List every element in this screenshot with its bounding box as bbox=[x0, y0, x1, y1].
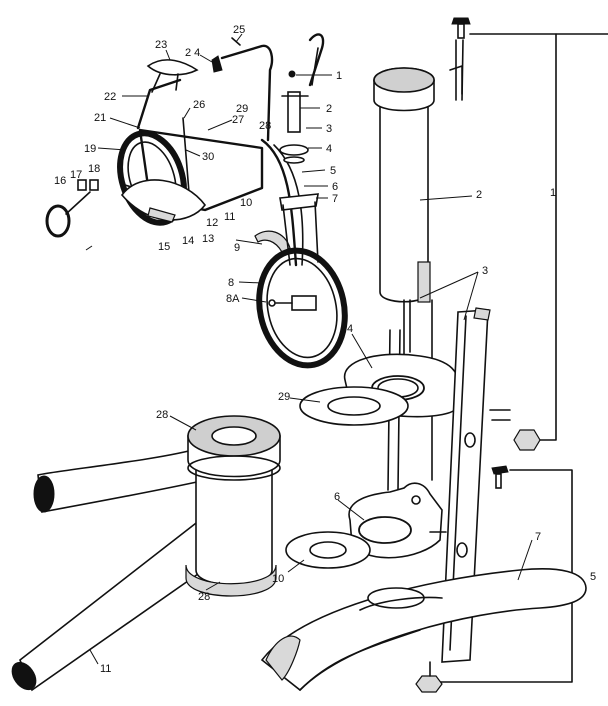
small-label-layer: 23 2 4 25 1 22 26 29 2 21 27 28 3 19 4 3… bbox=[54, 24, 342, 305]
front-fender-7 bbox=[260, 568, 587, 692]
small-label-26: 26 bbox=[193, 99, 205, 111]
small-label-2: 2 bbox=[326, 103, 332, 115]
small-label-22: 22 bbox=[104, 91, 116, 103]
small-label-8a: 8A bbox=[226, 293, 240, 305]
frame-down-tube-11 bbox=[19, 518, 220, 692]
small-label-27: 27 bbox=[232, 114, 244, 126]
small-label-25: 25 bbox=[233, 24, 245, 36]
callout-11: 11 bbox=[100, 663, 111, 675]
small-label-18: 18 bbox=[88, 163, 100, 175]
nut-bottom bbox=[415, 675, 443, 693]
small-label-30: 30 bbox=[202, 151, 214, 163]
frame-top-tube bbox=[37, 446, 207, 513]
large-exploded-view bbox=[260, 17, 608, 693]
callout-28-top: 28 bbox=[156, 409, 168, 421]
callout-7: 7 bbox=[535, 531, 541, 543]
callout-6: 6 bbox=[334, 491, 340, 503]
small-label-1: 1 bbox=[336, 70, 342, 82]
callout-5: 5 bbox=[590, 571, 596, 583]
small-label-16: 16 bbox=[54, 175, 66, 187]
small-label-21: 21 bbox=[94, 112, 106, 124]
small-label-9: 9 bbox=[234, 242, 240, 254]
small-label-6: 6 bbox=[332, 181, 338, 193]
callout-3: 3 bbox=[482, 265, 488, 277]
small-label-24: 2 4 bbox=[185, 47, 200, 59]
large-label-layer: 1 2 3 4 29 28 6 7 5 10 28 11 bbox=[100, 187, 596, 675]
small-label-15: 15 bbox=[158, 241, 170, 253]
small-label-8: 8 bbox=[228, 277, 234, 289]
callout-28-bottom: 28 bbox=[198, 591, 210, 603]
small-label-23: 23 bbox=[155, 39, 167, 51]
nut-1 bbox=[513, 429, 541, 451]
callout-29: 29 bbox=[278, 391, 290, 403]
training-wheel bbox=[45, 204, 71, 238]
small-label-14: 14 bbox=[182, 235, 194, 247]
bicycle-overview bbox=[45, 33, 348, 369]
small-label-12: 12 bbox=[206, 217, 218, 229]
small-label-28: 28 bbox=[259, 120, 271, 132]
callout-4: 4 bbox=[347, 323, 353, 335]
small-label-13: 13 bbox=[202, 233, 214, 245]
small-label-19: 19 bbox=[84, 143, 96, 155]
small-label-11: 11 bbox=[224, 211, 235, 223]
small-label-3: 3 bbox=[326, 123, 332, 135]
front-wheel bbox=[256, 247, 348, 369]
bolt-5 bbox=[491, 465, 509, 475]
top-bolt bbox=[451, 17, 471, 25]
small-label-5: 5 bbox=[330, 165, 336, 177]
callout-1: 1 bbox=[550, 187, 556, 199]
small-label-10: 10 bbox=[240, 197, 252, 209]
large-leaders bbox=[89, 195, 533, 665]
head-tube-assembly bbox=[11, 415, 281, 692]
rear-wheel bbox=[117, 130, 187, 226]
callout-10: 10 bbox=[272, 573, 284, 585]
small-label-17: 17 bbox=[70, 169, 82, 181]
small-label-29: 29 bbox=[236, 103, 248, 115]
small-label-7: 7 bbox=[332, 193, 338, 205]
small-leaders bbox=[85, 33, 332, 303]
callout-2: 2 bbox=[476, 189, 482, 201]
small-label-4: 4 bbox=[326, 143, 332, 155]
